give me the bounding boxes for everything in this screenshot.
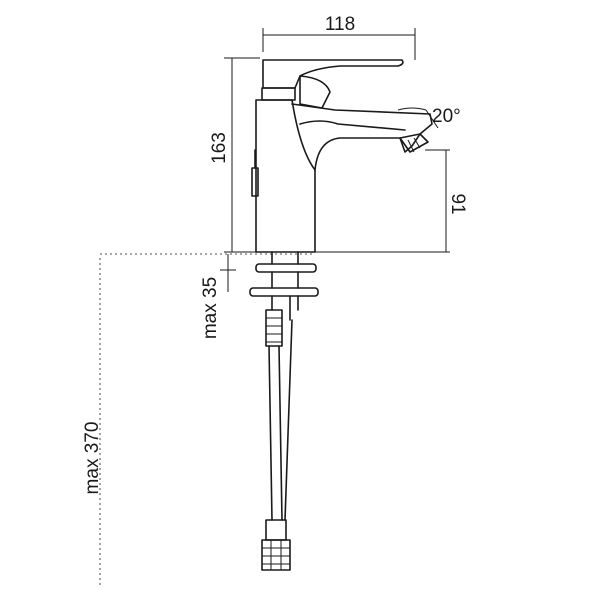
supply-hose	[261, 319, 293, 571]
lever-handle	[262, 59, 404, 89]
faucet-spout	[291, 103, 433, 171]
washer-top	[255, 263, 317, 273]
dimension-height-body: 163	[209, 57, 260, 253]
faucet-outline	[251, 59, 433, 253]
popup-rod	[251, 167, 259, 197]
dimension-angle: 20°	[397, 106, 461, 129]
hose-nut	[261, 539, 291, 571]
dimension-label-max-length: max 370	[82, 422, 103, 495]
dimension-label-height: 163	[209, 132, 230, 164]
dimension-max-length: max 370	[82, 253, 315, 585]
threaded-nut	[265, 309, 283, 347]
dimension-label-spout-height: 91	[447, 193, 468, 214]
faucet-body	[255, 99, 316, 253]
aerator	[399, 133, 429, 153]
dimension-spout-height: 91	[315, 149, 468, 253]
dimension-label-max-thickness: max 35	[200, 277, 221, 339]
faucet-cap	[261, 87, 296, 101]
dimension-max-thickness: max 35	[200, 254, 236, 339]
dimension-width-top: 118	[262, 14, 416, 60]
washer-bottom	[249, 287, 319, 297]
dimension-label-angle: 20°	[432, 106, 461, 127]
hose-fitting	[265, 519, 287, 541]
dimension-label-width: 118	[325, 14, 355, 35]
mounting-hardware	[249, 251, 319, 347]
